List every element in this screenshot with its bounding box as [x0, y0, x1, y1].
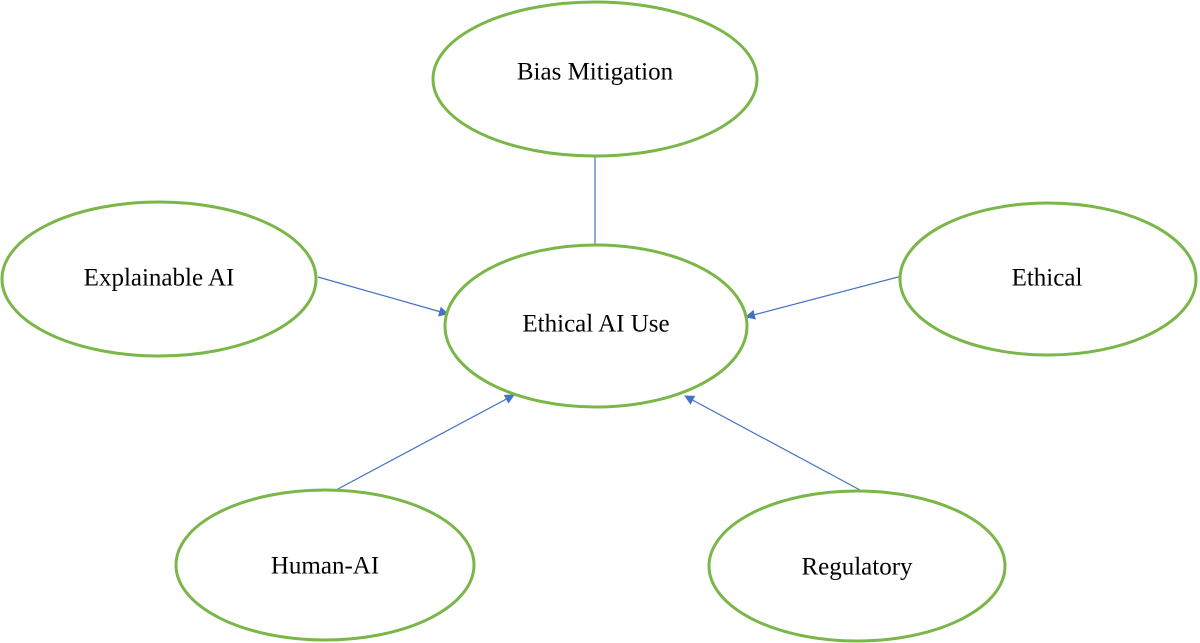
node-bias-mitigation: Bias Mitigation	[431, 0, 759, 158]
node-human-ai: Human-AI	[174, 488, 476, 642]
edge-human-ai-to-ethical-ai-use	[335, 394, 515, 491]
node-bias-mitigation-label: Bias Mitigation	[517, 59, 674, 86]
edges	[317, 156, 903, 491]
edge-ethical-to-ethical-ai-use	[745, 275, 903, 320]
node-explainable-ai-label: Explainable AI	[84, 265, 235, 292]
node-ethical: Ethical	[898, 201, 1198, 357]
node-ethical-ellipse	[898, 201, 1198, 357]
node-explainable-ai: Explainable AI	[0, 200, 318, 358]
node-human-ai-ellipse	[174, 488, 476, 642]
node-regulatory-label: Regulatory	[801, 554, 913, 581]
node-explainable-ai-ellipse	[0, 200, 318, 358]
node-regulatory-ellipse	[707, 489, 1007, 643]
edge-regulatory-to-ethical-ai-use	[684, 395, 861, 491]
node-ethical-ai-use-ellipse	[443, 243, 749, 409]
node-regulatory: Regulatory	[707, 489, 1007, 643]
node-ethical-label: Ethical	[1012, 265, 1083, 292]
node-ethical-ai-use: Ethical AI Use	[443, 243, 749, 409]
node-ethical-ai-use-label: Ethical AI Use	[522, 311, 669, 338]
node-bias-mitigation-ellipse	[431, 0, 759, 158]
node-human-ai-label: Human-AI	[271, 553, 379, 580]
edge-explainable-ai-to-ethical-ai-use	[317, 276, 449, 317]
